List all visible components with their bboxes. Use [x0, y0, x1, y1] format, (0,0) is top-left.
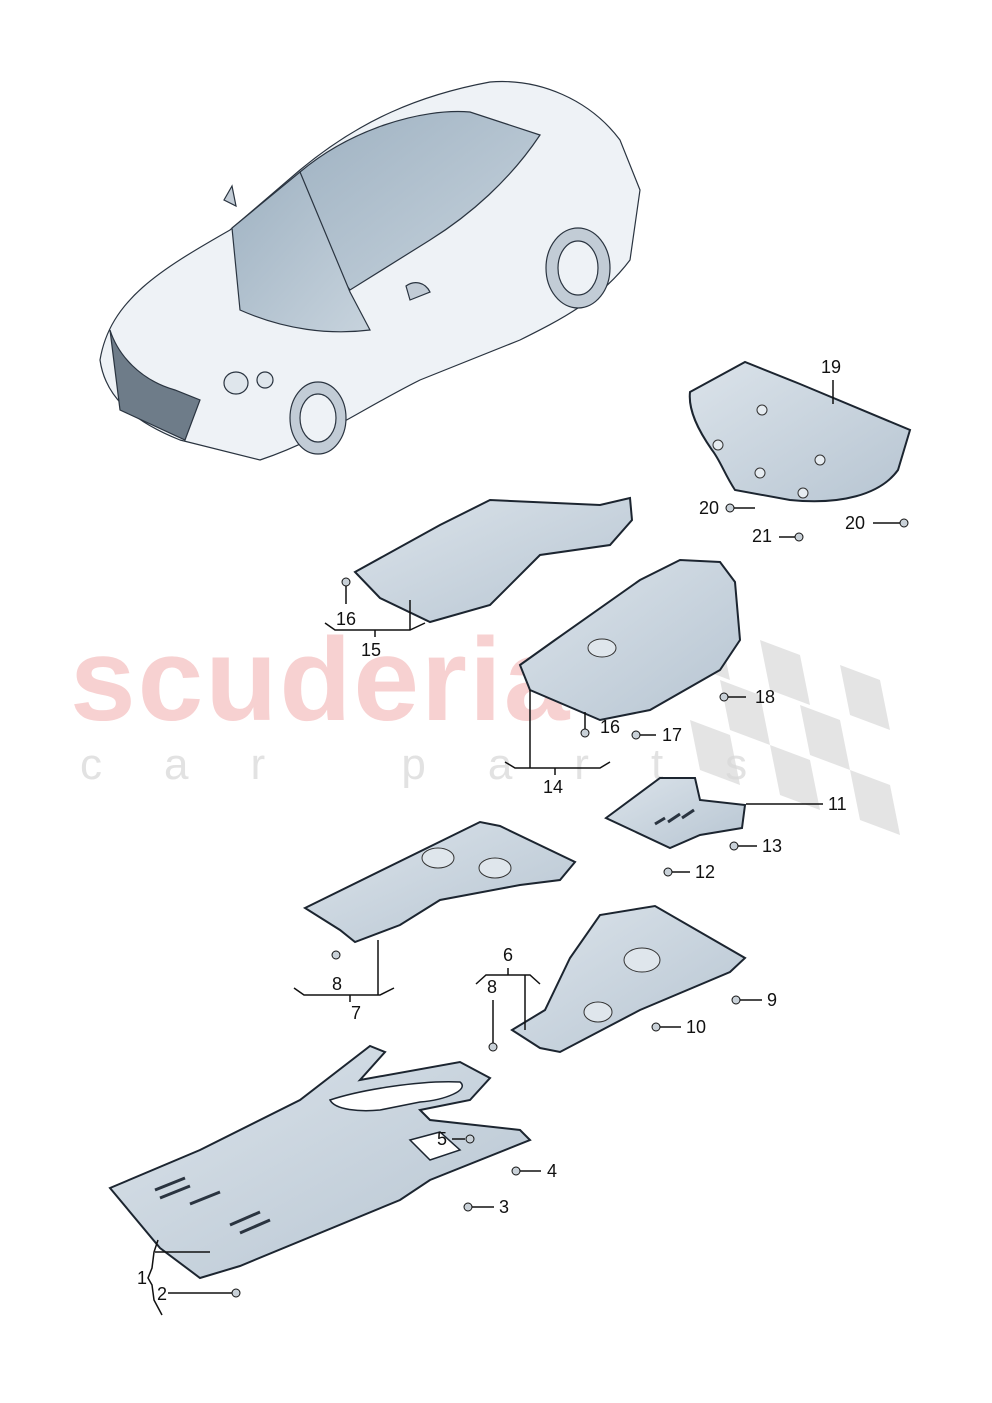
callout-21: 21 — [752, 526, 773, 546]
part-19-rear-panel — [688, 360, 912, 503]
part-6-panel — [510, 904, 747, 1054]
callout-16: 16 — [336, 609, 357, 629]
callout-4: 4 — [547, 1161, 558, 1181]
checkered-flag-watermark — [680, 615, 900, 835]
part-14-panel — [518, 558, 742, 722]
callout-20: 20 — [699, 498, 720, 518]
callout-15: 15 — [361, 640, 382, 660]
callout-20-right: 20 — [845, 513, 866, 533]
callout-10: 10 — [686, 1017, 707, 1037]
fasteners — [231, 503, 909, 1298]
callout-9: 9 — [767, 990, 778, 1010]
callout-1: 1 — [137, 1268, 148, 1288]
callout-3: 3 — [499, 1197, 510, 1217]
watermark-tagline: car parts — [80, 740, 810, 789]
callout-8: 8 — [332, 974, 343, 994]
part-1-main-underbody-panel — [108, 1044, 532, 1280]
part-15-panel — [353, 496, 634, 624]
callout-17: 17 — [662, 725, 683, 745]
car-illustration — [99, 80, 641, 461]
callout-14: 14 — [543, 777, 564, 797]
callout-19: 19 — [821, 357, 842, 377]
callout-18: 18 — [755, 687, 776, 707]
part-11-panel — [604, 777, 747, 850]
callout-2: 2 — [157, 1284, 168, 1304]
leader-lines — [147, 380, 900, 1316]
callout-8-right: 8 — [487, 977, 498, 997]
callout-5: 5 — [437, 1129, 448, 1149]
callout-11: 11 — [828, 794, 847, 814]
watermark-brand: scuderia — [70, 614, 572, 746]
callout-6: 6 — [503, 945, 514, 965]
callout-7: 7 — [351, 1003, 362, 1023]
callout-13: 13 — [762, 836, 783, 856]
callout-12: 12 — [695, 862, 716, 882]
part-7-panel — [302, 820, 577, 944]
callout-16-right: 16 — [600, 717, 621, 737]
